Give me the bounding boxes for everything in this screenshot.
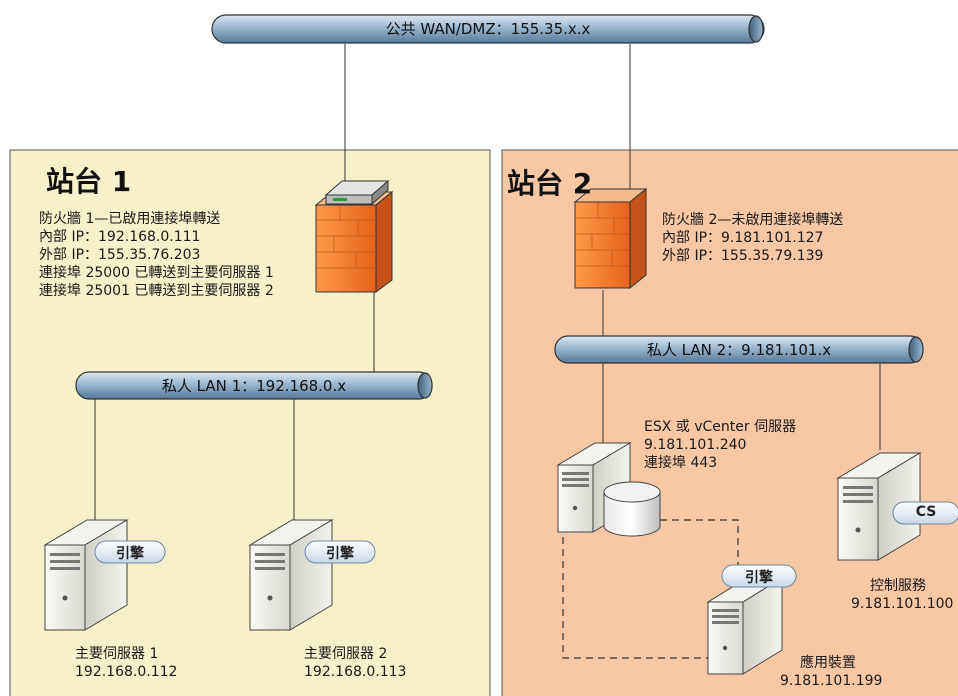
storage-links [562,519,739,659]
server-1-badge-pill [94,540,166,564]
lan2-bus-label: 私人 LAN 2：9.181.101.x [646,341,832,359]
esx-line: 連接埠 443 [644,455,718,471]
server-2-badge: 引擎 [326,546,354,562]
wan-bus-label: 公共 WAN/DMZ：155.35.x.x [385,20,591,38]
control-badge: CS [915,504,937,520]
appliance-badge-pill [721,564,797,588]
appliance-ip: 9.181.101.199 [780,673,883,689]
appliance-name: 應用裝置 [800,655,856,671]
control-badge-pill [892,501,958,525]
site2-title: 站台 2 [507,167,593,200]
storage-disk-icon [603,481,661,537]
lan1-bus [75,371,433,400]
control-name: 控制服務 [870,578,926,594]
lan1-bus-label: 私人 LAN 1：192.168.0.x [161,377,347,395]
server-2-badge-pill [304,540,376,564]
firewall-1-icon [314,179,394,293]
connection-lines [94,44,881,530]
firewall-1-line: 內部 IP：192.168.0.111 [39,229,201,245]
firewall-2-line: 內部 IP：9.181.101.127 [662,230,824,246]
firewall-1-line: 連接埠 25000 已轉送到主要伺服器 1 [39,265,274,281]
site1-title: 站台 1 [46,165,132,198]
wan-bus [211,14,765,44]
firewall-2-icon [573,187,648,290]
firewall-2-line: 防火牆 2—未啟用連接埠轉送 [662,212,844,228]
esx-line: ESX 或 vCenter 伺服器 [644,419,797,435]
esx-line: 9.181.101.240 [644,437,747,453]
firewall-1-line: 外部 IP：155.35.76.203 [39,247,201,263]
server-2-name: 主要伺服器 2 [304,646,388,662]
appliance-badge: 引擎 [745,570,773,586]
lan2-bus [554,335,924,364]
server-1-name: 主要伺服器 1 [75,646,159,662]
server-1-ip: 192.168.0.112 [75,664,178,680]
control-ip: 9.181.101.100 [851,596,954,612]
firewall-1-line: 防火牆 1—已啟用連接埠轉送 [39,211,221,227]
firewall-1-line: 連接埠 25001 已轉送到主要伺服器 2 [39,283,274,299]
firewall-2-line: 外部 IP：155.35.79.139 [662,248,824,264]
server-2-ip: 192.168.0.113 [304,664,407,680]
server-1-badge: 引擎 [116,546,144,562]
